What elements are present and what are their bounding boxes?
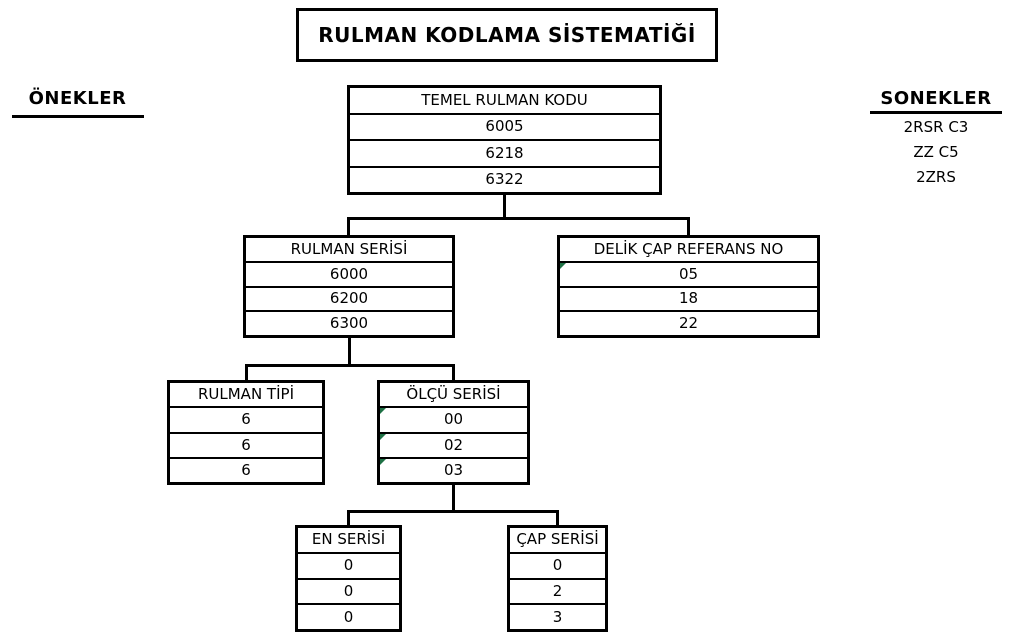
node-value: 0 bbox=[343, 607, 354, 626]
node-value-cell: 6 bbox=[170, 431, 322, 457]
node-value: 6 bbox=[241, 410, 251, 429]
node-value-cell: 6 bbox=[170, 406, 322, 431]
node-header: DELİK ÇAP REFERANS NO bbox=[560, 238, 817, 261]
node-value-cell: 22 bbox=[560, 310, 817, 335]
node-header-label: RULMAN SERİSİ bbox=[290, 239, 408, 258]
suffix-item: ZZ C5 bbox=[913, 143, 959, 161]
node-value: 6300 bbox=[329, 314, 369, 333]
node-value-cell: 02 bbox=[380, 431, 527, 457]
connector-drop-delik-cap bbox=[687, 217, 690, 235]
node-header: RULMAN SERİSİ bbox=[246, 238, 452, 261]
node-value-cell: 18 bbox=[560, 285, 817, 311]
node-value: 6005 bbox=[485, 117, 524, 136]
prefixes-heading: ÖNEKLER bbox=[28, 88, 127, 109]
node-value: 22 bbox=[678, 314, 699, 333]
node-value-cell: 6218 bbox=[350, 139, 659, 166]
connector-olcu-serisi-stem bbox=[452, 485, 455, 513]
node-value-cell: 6005 bbox=[350, 112, 659, 140]
node-header-label: TEMEL RULMAN KODU bbox=[421, 90, 588, 109]
connector-level3-horizontal bbox=[245, 364, 455, 367]
node-value-cell: 0 bbox=[298, 551, 399, 578]
node-value: 6218 bbox=[485, 143, 524, 162]
node-value: 0 bbox=[343, 556, 354, 575]
node-temel-rulman-kodu: TEMEL RULMAN KODU 6005 6218 6322 bbox=[347, 85, 662, 195]
node-value-cell: 2 bbox=[510, 577, 605, 604]
node-delik-cap-referans-no: DELİK ÇAP REFERANS NO 05 18 22 bbox=[557, 235, 820, 338]
node-value: 6 bbox=[241, 435, 251, 454]
suffix-item: 2ZRS bbox=[916, 168, 956, 186]
diagram-title: RULMAN KODLAMA SİSTEMATİĞİ bbox=[318, 23, 696, 47]
node-value: 6000 bbox=[329, 264, 369, 283]
cell-error-marker-icon bbox=[380, 458, 386, 465]
node-value: 03 bbox=[443, 460, 464, 479]
node-header: TEMEL RULMAN KODU bbox=[350, 88, 659, 113]
node-header: ÇAP SERİSİ bbox=[510, 528, 605, 552]
node-value: 05 bbox=[678, 264, 699, 283]
connector-drop-rulman-serisi bbox=[347, 217, 350, 235]
node-value-cell: 03 bbox=[380, 456, 527, 482]
suffixes-underline bbox=[870, 111, 1002, 114]
node-value-cell: 6 bbox=[170, 456, 322, 482]
node-olcu-serisi: ÖLÇÜ SERİSİ 00 02 03 bbox=[377, 380, 530, 485]
node-value: 2 bbox=[552, 581, 563, 600]
connector-rulman-serisi-stem bbox=[348, 338, 351, 367]
node-cap-serisi: ÇAP SERİSİ 0 2 3 bbox=[507, 525, 608, 632]
diagram-title-box: RULMAN KODLAMA SİSTEMATİĞİ bbox=[296, 8, 718, 62]
node-value-cell: 00 bbox=[380, 406, 527, 431]
connector-level4-horizontal bbox=[347, 510, 559, 513]
node-value-cell: 0 bbox=[298, 577, 399, 604]
node-value-cell: 6300 bbox=[246, 310, 452, 335]
cell-error-marker-icon bbox=[560, 262, 566, 269]
node-value-cell: 0 bbox=[510, 551, 605, 578]
node-rulman-tipi: RULMAN TİPİ 6 6 6 bbox=[167, 380, 325, 485]
node-value: 3 bbox=[552, 607, 563, 626]
connector-temel-stem bbox=[503, 195, 506, 220]
node-value: 0 bbox=[552, 556, 563, 575]
cell-error-marker-icon bbox=[380, 433, 386, 440]
node-header-label: DELİK ÇAP REFERANS NO bbox=[593, 239, 784, 258]
node-value: 00 bbox=[443, 410, 464, 429]
node-value: 0 bbox=[343, 581, 354, 600]
suffixes-heading: SONEKLER bbox=[880, 88, 992, 109]
node-header-label: ÖLÇÜ SERİSİ bbox=[406, 385, 501, 404]
node-value-cell: 05 bbox=[560, 260, 817, 286]
node-header: RULMAN TİPİ bbox=[170, 383, 322, 406]
node-header-label: ÇAP SERİSİ bbox=[516, 530, 599, 549]
node-value: 6 bbox=[241, 460, 251, 479]
node-value: 6322 bbox=[485, 170, 524, 189]
suffix-list: 2RSR C3 ZZ C5 2ZRS bbox=[862, 115, 1010, 190]
connector-drop-cap-serisi bbox=[556, 510, 559, 525]
node-value: 18 bbox=[678, 289, 699, 308]
node-value-cell: 6200 bbox=[246, 285, 452, 311]
node-value: 6200 bbox=[329, 289, 369, 308]
node-rulman-serisi: RULMAN SERİSİ 6000 6200 6300 bbox=[243, 235, 455, 338]
connector-drop-rulman-tipi bbox=[245, 364, 248, 380]
connector-level2-horizontal bbox=[347, 217, 690, 220]
suffix-item: 2RSR C3 bbox=[903, 118, 969, 136]
node-value-cell: 3 bbox=[510, 603, 605, 629]
node-value-cell: 6000 bbox=[246, 260, 452, 286]
prefixes-underline bbox=[12, 115, 144, 118]
node-header: ÖLÇÜ SERİSİ bbox=[380, 383, 527, 406]
connector-drop-en-serisi bbox=[347, 510, 350, 525]
node-value-cell: 6322 bbox=[350, 165, 659, 193]
node-header-label: RULMAN TİPİ bbox=[197, 385, 294, 404]
node-header-label: EN SERİSİ bbox=[311, 530, 386, 549]
node-value: 02 bbox=[443, 435, 464, 454]
node-value-cell: 0 bbox=[298, 603, 399, 629]
node-header: EN SERİSİ bbox=[298, 528, 399, 552]
cell-error-marker-icon bbox=[380, 408, 386, 415]
node-en-serisi: EN SERİSİ 0 0 0 bbox=[295, 525, 402, 632]
connector-drop-olcu-serisi bbox=[452, 364, 455, 380]
